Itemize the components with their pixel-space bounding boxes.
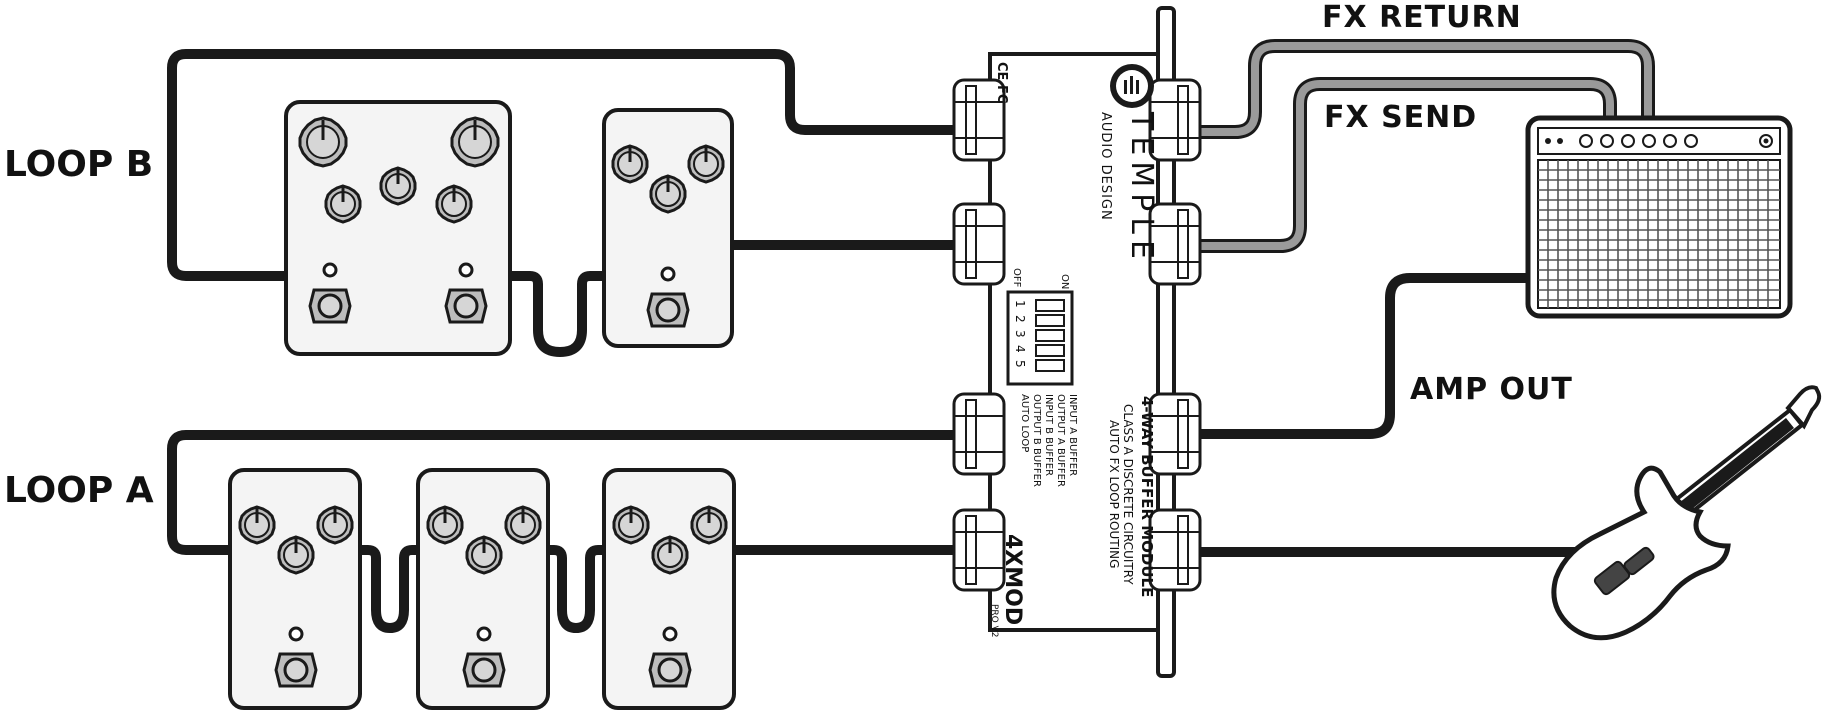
loop-a-pedal-3: [602, 468, 736, 710]
footswitch-icon: [444, 288, 488, 324]
knob-icon: [277, 535, 315, 575]
buffer-module: TEMPLE AUDIO DESIGN CE FC ON OFF 1 2 3 4…: [952, 6, 1202, 678]
amp-out-jack[interactable]: [1148, 392, 1202, 476]
knob-icon: [238, 505, 276, 545]
loop-b-return-jack[interactable]: [952, 202, 1006, 286]
module-subtitle-2: AUTO FX LOOP ROUTING: [1107, 420, 1121, 568]
brand-name: TEMPLE: [1124, 111, 1159, 265]
amp-knob-icon: [1663, 134, 1677, 148]
footswitch-icon: [274, 652, 318, 688]
model-version: PRO V2: [989, 604, 999, 638]
switch-toggles[interactable]: [1035, 299, 1065, 372]
led-icon: [476, 626, 492, 642]
switch-number: 5: [1013, 360, 1027, 368]
led-icon: [660, 266, 676, 282]
knob-icon: [687, 144, 725, 184]
knob-icon: [435, 184, 473, 224]
knob-icon: [649, 174, 687, 214]
model-name: 4XMOD: [1000, 534, 1025, 625]
brand-sub: AUDIO DESIGN: [1098, 112, 1113, 221]
loop-a-patch-cable-2: [541, 545, 609, 633]
footswitch-icon: [648, 652, 692, 688]
led-icon: [458, 262, 474, 278]
fx-send-label: FX SEND: [1324, 100, 1478, 135]
amp-knob-icon: [1600, 134, 1614, 148]
module-subtitle-1: CLASS A DISCRETE CIRCUITRY: [1121, 404, 1135, 585]
amp-knob-icon: [1684, 134, 1698, 148]
loop-a-send-cable: [167, 430, 970, 555]
footswitch-icon: [308, 288, 352, 324]
svg-text:INPUT B BUFFER: INPUT B BUFFER: [1043, 394, 1054, 476]
loop-a-pedal-1: [228, 468, 362, 710]
amplifier: [1525, 115, 1793, 319]
led-icon: [288, 626, 304, 642]
svg-text:INPUT A BUFFER: INPUT A BUFFER: [1067, 394, 1078, 476]
knob-icon: [426, 505, 464, 545]
knob-icon: [324, 184, 362, 224]
loop-b-dual-pedal: [284, 100, 512, 356]
knob-icon: [651, 535, 689, 575]
svg-text:AUTO LOOP: AUTO LOOP: [1019, 394, 1030, 452]
loop-a-patch-cable-1: [355, 545, 423, 633]
knob-icon: [504, 505, 542, 545]
loop-b-label: LOOP B: [4, 144, 154, 185]
guitar-in-jack[interactable]: [1148, 508, 1202, 592]
module-title: 4-WAY BUFFER MODULE: [1138, 396, 1156, 597]
dip-switch[interactable]: ON OFF 1 2 3 4 5: [1006, 268, 1074, 386]
switch-number: 3: [1013, 330, 1027, 338]
led-icon: [662, 626, 678, 642]
switch-number: 1: [1013, 300, 1027, 308]
knob-icon: [298, 116, 348, 168]
led-icon: [322, 262, 338, 278]
loop-b-pedal: [602, 108, 734, 348]
amp-knob-icon: [1642, 134, 1656, 148]
svg-text:OUTPUT A BUFFER: OUTPUT A BUFFER: [1055, 394, 1066, 487]
knob-icon: [450, 116, 500, 168]
knob-icon: [612, 505, 650, 545]
knob-icon: [379, 166, 417, 206]
switch-on-label: ON: [1059, 274, 1070, 289]
loop-a-pedal-2: [416, 468, 550, 710]
amp-knob-icon: [1579, 134, 1593, 148]
knob-icon: [690, 505, 728, 545]
loop-a-label: LOOP A: [4, 470, 154, 511]
amp-out-cable: [1035, 273, 1535, 439]
footswitch-icon: [462, 652, 506, 688]
speaker-grille: [1537, 159, 1781, 309]
amp-out-label: AMP OUT: [1410, 372, 1573, 407]
amp-knob-icon: [1621, 134, 1635, 148]
temple-logo-icon: [1110, 64, 1154, 108]
loop-a-return-jack[interactable]: [952, 508, 1006, 592]
cert-marks: CE FC: [994, 62, 1009, 103]
switch-number: 4: [1013, 345, 1027, 353]
fx-return-label: FX RETURN: [1322, 0, 1522, 35]
switch-off-label: OFF: [1011, 268, 1022, 288]
switch-legend: INPUT A BUFFER OUTPUT A BUFFER INPUT B B…: [1019, 394, 1078, 487]
knob-icon: [316, 505, 354, 545]
svg-text:OUTPUT B BUFFER: OUTPUT B BUFFER: [1031, 394, 1042, 487]
loop-a-send-jack[interactable]: [952, 392, 1006, 476]
loop-b-patch-cable: [505, 271, 609, 357]
knob-icon: [465, 535, 503, 575]
electric-guitar-icon: [1551, 385, 1822, 641]
switch-number: 2: [1013, 315, 1027, 323]
knob-icon: [611, 144, 649, 184]
loop-b-send-cable: [167, 49, 970, 281]
footswitch-icon: [646, 292, 690, 328]
